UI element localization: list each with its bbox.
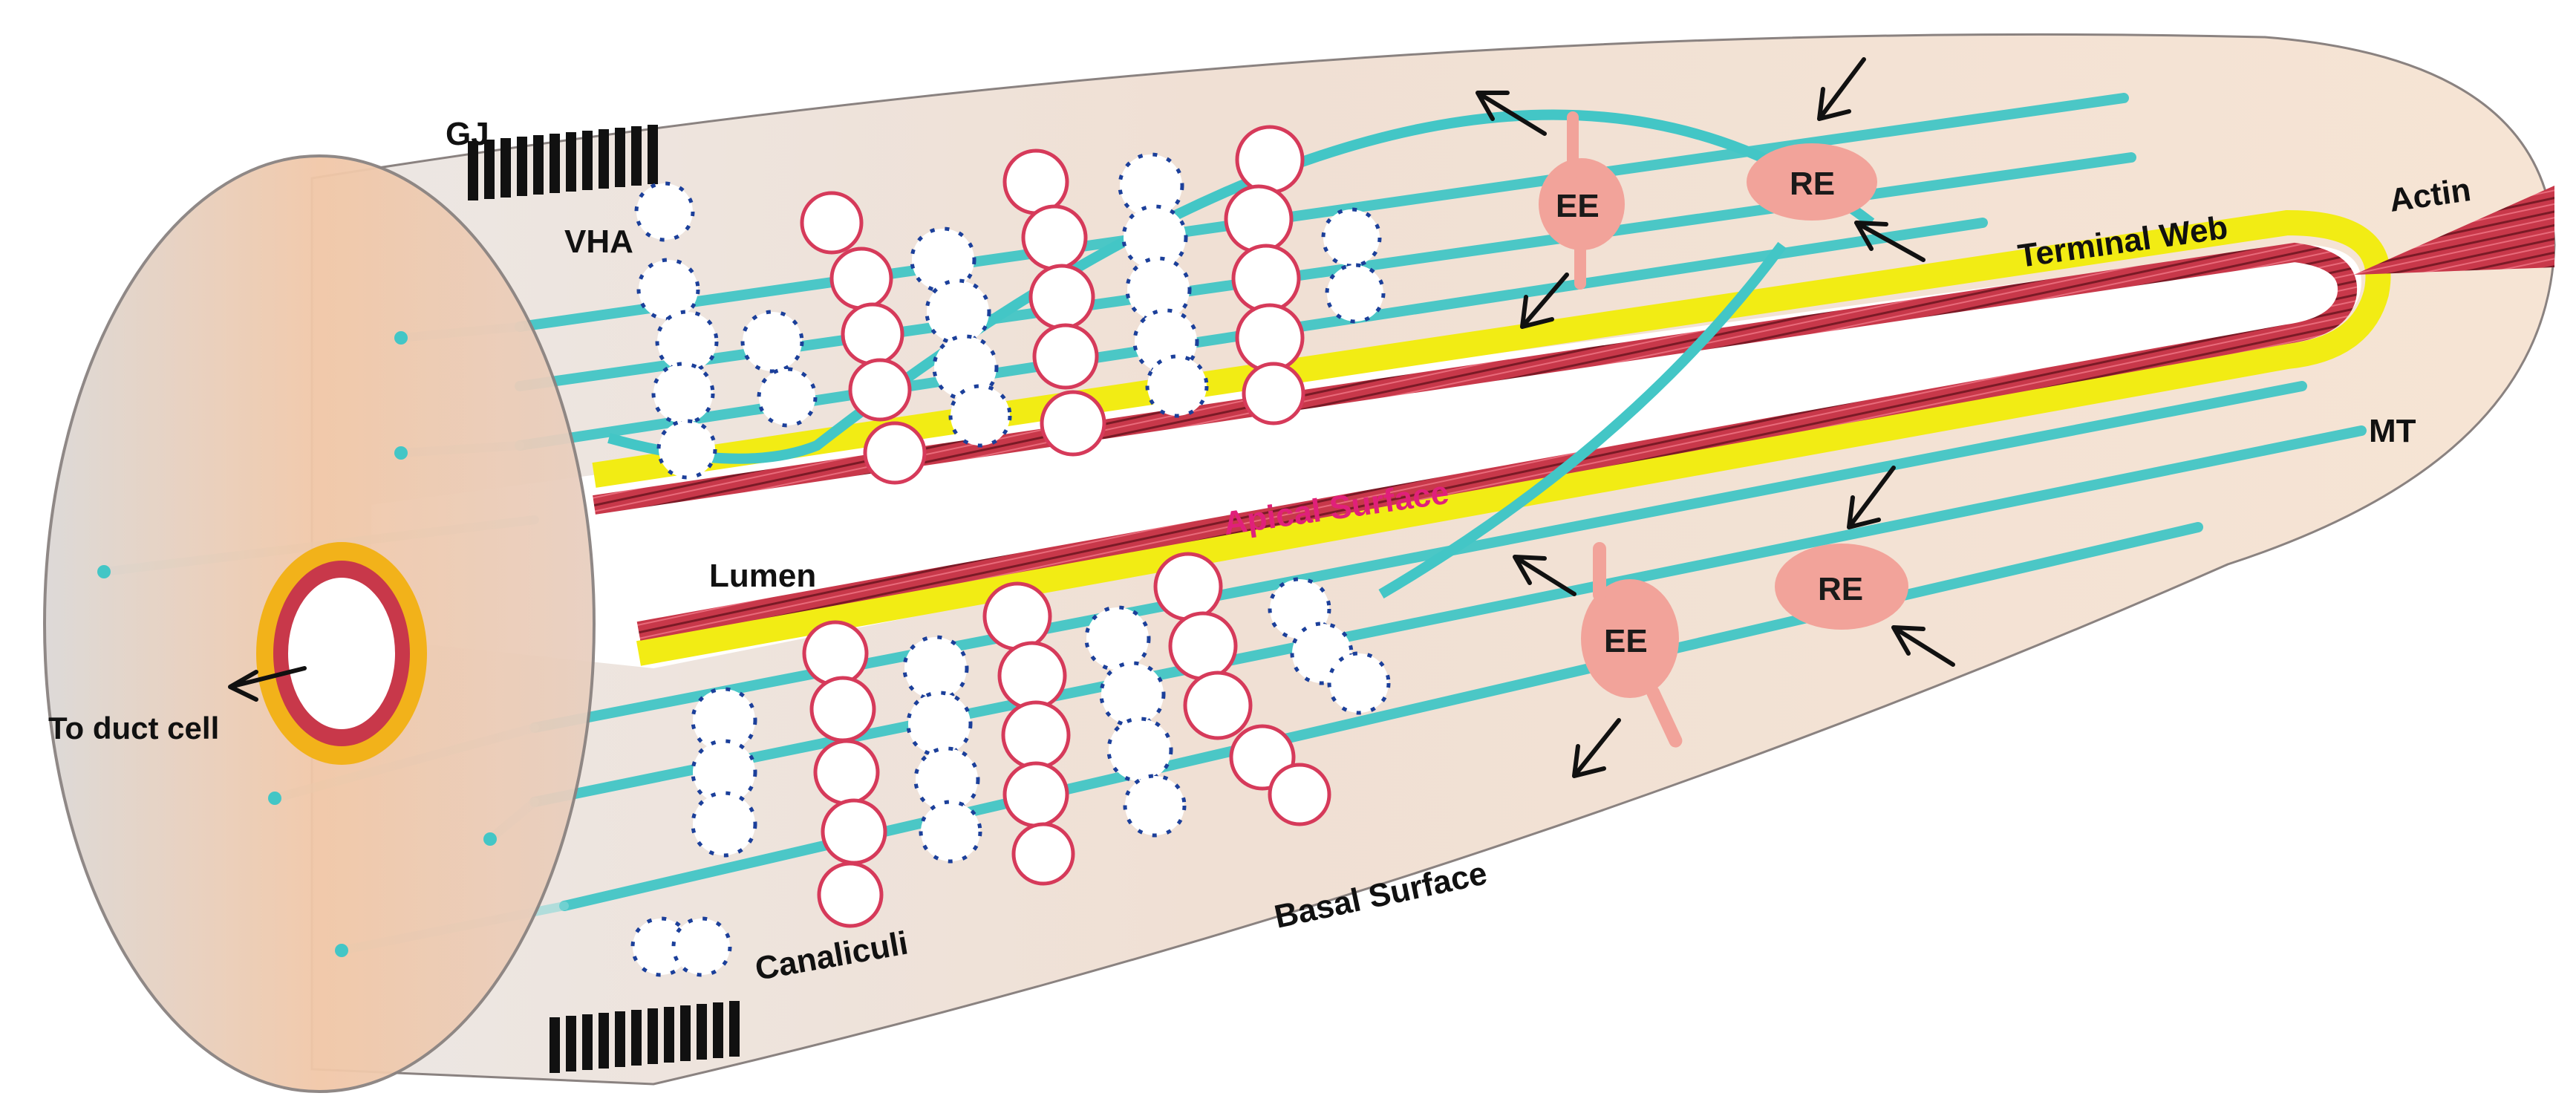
label-re-bottom: RE [1818,571,1863,607]
mt-ends [97,331,497,957]
label-lumen: Lumen [709,558,816,594]
label-vha: VHA [564,224,633,260]
label-to-duct-cell: To duct cell [48,711,219,746]
label-re-top: RE [1790,166,1835,202]
canaliculi-lower [630,552,1391,977]
actin-band [593,242,2358,641]
label-ee-bottom: EE [1604,623,1648,659]
label-gj: GJ [446,116,489,152]
endosomes [1539,111,1908,748]
gap-junction-top [468,125,658,200]
label-mt: MT [2369,413,2416,449]
terminal-web [592,209,2391,666]
actin-bundle [2354,186,2554,275]
canaliculi-upper [634,125,1386,485]
gap-junction-bottom [550,1001,740,1073]
label-ee-top: EE [1556,188,1600,224]
arrows [228,57,1955,778]
duct-opening [256,542,427,765]
lumen [371,245,2361,668]
